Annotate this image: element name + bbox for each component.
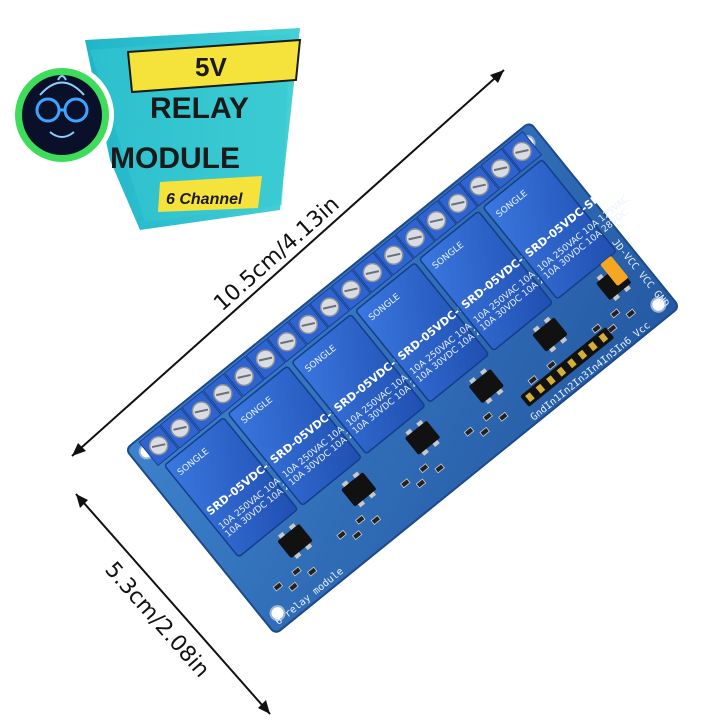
smd-component xyxy=(625,308,637,319)
screw-terminal xyxy=(223,355,265,397)
screw-terminal xyxy=(373,234,414,276)
banner-line2: MODULE xyxy=(110,142,240,175)
screw-terminal xyxy=(394,217,436,259)
optocoupler xyxy=(341,471,377,508)
smd-component xyxy=(288,581,299,592)
smd-component xyxy=(272,581,284,592)
smd-component xyxy=(355,514,366,525)
smd-component xyxy=(418,463,430,474)
screw-terminal xyxy=(202,373,244,415)
screw-terminal xyxy=(352,252,393,294)
smd-component xyxy=(370,514,382,526)
smd-component xyxy=(336,529,347,540)
header-pin xyxy=(535,383,546,394)
screw-terminal xyxy=(181,390,222,432)
channel-label: 6 Channel xyxy=(166,191,243,208)
smd-component xyxy=(415,478,427,489)
optocoupler xyxy=(532,316,568,353)
screw-terminal xyxy=(245,338,286,380)
smd-component xyxy=(351,530,363,541)
smd-component xyxy=(463,426,475,437)
optocoupler xyxy=(469,368,504,405)
smd-component xyxy=(479,426,490,437)
optocoupler xyxy=(405,419,440,456)
screw-terminal xyxy=(416,200,457,242)
screw-terminal xyxy=(480,148,521,190)
mounting-hole xyxy=(650,296,667,313)
header-pin xyxy=(546,375,556,386)
voltage-label: 5V xyxy=(195,52,227,82)
header-pin xyxy=(577,349,588,360)
header-pin xyxy=(588,341,598,352)
glasses-logo-icon xyxy=(10,63,114,167)
mounting-hole xyxy=(269,605,286,622)
smd-component xyxy=(527,375,539,386)
header-pin xyxy=(556,366,567,377)
screw-terminal xyxy=(330,269,372,311)
smd-component xyxy=(434,463,445,474)
screw-terminal-row xyxy=(138,130,543,467)
header-pin xyxy=(567,358,577,369)
screw-terminal xyxy=(159,407,201,449)
screw-terminal xyxy=(138,425,179,467)
screw-terminal xyxy=(437,182,479,224)
screw-terminal xyxy=(266,321,308,363)
screw-terminal xyxy=(288,303,329,346)
product-banner: 5V RELAY MODULE 6 Channel xyxy=(10,28,302,230)
smd-component xyxy=(482,411,493,422)
screw-terminal xyxy=(501,130,543,172)
smd-component xyxy=(609,308,621,319)
optocoupler xyxy=(277,523,313,559)
smd-component xyxy=(546,359,557,370)
width-label: 5.3cm/2.08in xyxy=(99,557,214,682)
smd-component xyxy=(591,323,602,334)
screw-terminal xyxy=(458,165,500,207)
banner-line1: RELAY xyxy=(150,92,249,125)
header-pin xyxy=(598,332,609,343)
smd-component xyxy=(306,566,318,577)
jumper xyxy=(600,256,628,286)
smd-component xyxy=(498,411,509,422)
smd-component xyxy=(291,566,302,577)
screw-terminal xyxy=(309,286,350,328)
smd-component xyxy=(400,478,411,489)
header-pin xyxy=(525,392,535,403)
